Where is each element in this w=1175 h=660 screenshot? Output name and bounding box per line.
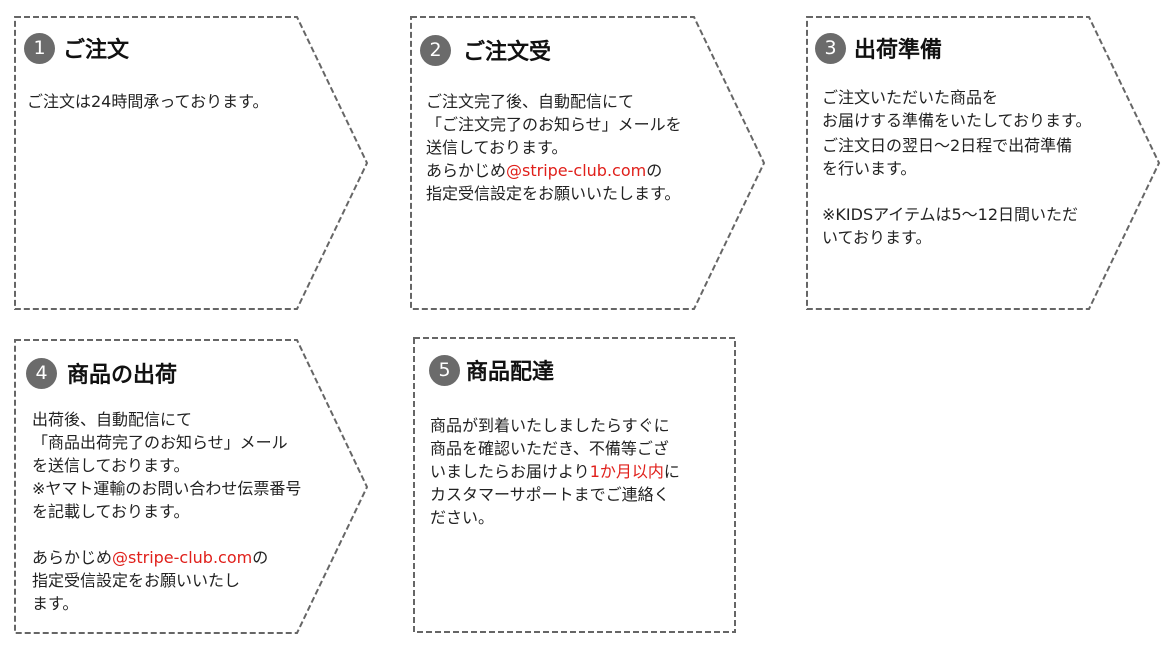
deadline-highlight: 1か月以内 bbox=[589, 462, 664, 481]
step-4-header: 4 商品の出荷 bbox=[26, 357, 177, 389]
step-1-body: ご注文は24時間承っております。 bbox=[27, 90, 268, 113]
step-4-body: 出荷後、自動配信にて 「商品出荷完了のお知らせ」メール を送信しております。 ※… bbox=[32, 408, 301, 615]
step-4-line: 出荷後、自動配信にて bbox=[32, 410, 193, 429]
step-5-line: 商品を確認いただき、不備等ござ bbox=[430, 439, 669, 458]
spacer bbox=[32, 523, 301, 546]
email-suffix: の bbox=[252, 548, 269, 567]
step-1-title: ご注文 bbox=[63, 38, 130, 63]
step-2-body: ご注文完了後、自動配信にて 「ご注文完了のお知らせ」メールを 送信しております。… bbox=[426, 90, 682, 205]
step-4-email-line: あらかじめ@stripe-club.comの bbox=[32, 546, 301, 569]
step-5-line: ださい。 bbox=[430, 508, 495, 527]
step-5-line: 商品が到着いたしましたらすぐに bbox=[430, 416, 670, 435]
step-5-body: 商品が到着いたしましたらすぐに 商品を確認いただき、不備等ござ いましたらお届け… bbox=[430, 414, 680, 529]
step-1-header: 1 ご注文 bbox=[24, 32, 129, 64]
step-4-line: 「商品出荷完了のお知らせ」メール bbox=[32, 433, 288, 452]
step-1-number-badge: 1 bbox=[24, 32, 55, 64]
email-prefix: あらかじめ bbox=[32, 548, 113, 567]
step-2-title: ご注文受 bbox=[463, 40, 552, 65]
step-2-line: ご注文完了後、自動配信にて bbox=[426, 92, 635, 111]
step-2-email-line: あらかじめ@stripe-club.comの bbox=[426, 159, 682, 182]
step-3-body: ご注文いただいた商品を お届けする準備をいたしております。 ご注文日の翌日～2日… bbox=[822, 86, 1091, 249]
step-5-box-outline bbox=[413, 337, 736, 633]
step-3-note-line: いております。 bbox=[822, 228, 932, 247]
step-4-line: ます。 bbox=[32, 594, 79, 613]
step-2-line: 「ご注文完了のお知らせ」メールを bbox=[426, 115, 682, 134]
step-5-line: カスタマーサポートまでご連絡く bbox=[430, 485, 670, 504]
email-prefix: あらかじめ bbox=[426, 161, 507, 180]
step-4-title: 商品の出荷 bbox=[67, 363, 178, 388]
step-4-number-badge: 4 bbox=[26, 357, 57, 389]
step-2-line: 指定受信設定をお願いいたします。 bbox=[426, 184, 681, 203]
deadline-prefix: いましたらお届けより bbox=[430, 462, 590, 481]
email-suffix: の bbox=[646, 161, 663, 180]
step-3-title: 出荷準備 bbox=[854, 38, 943, 63]
step-2-number-badge: 2 bbox=[420, 34, 451, 66]
step-4-line: ※ヤマト運輸のお問い合わせ伝票番号 bbox=[32, 479, 302, 498]
step-2-header: 2 ご注文受 bbox=[420, 34, 551, 66]
step-1-line: ご注文は24時間承っております。 bbox=[27, 92, 269, 111]
step-3-note-line: ※KIDSアイテムは5～12日間いただ bbox=[822, 205, 1079, 224]
step-5-header: 5 商品配達 bbox=[429, 354, 554, 386]
step-5-deadline-line: いましたらお届けより1か月以内に bbox=[430, 460, 680, 483]
step-3-line: ご注文日の翌日～2日程で出荷準備 bbox=[822, 136, 1073, 155]
email-domain: @stripe-club.com bbox=[112, 548, 253, 567]
step-2-arrow-outline bbox=[410, 16, 766, 310]
spacer bbox=[822, 180, 1091, 203]
step-5-title: 商品配達 bbox=[466, 360, 555, 385]
step-3-line: お届けする準備をいたしております。 bbox=[822, 111, 1092, 130]
step-3-line: を行います。 bbox=[822, 159, 917, 178]
step-3-number-badge: 3 bbox=[815, 32, 846, 64]
step-3-line: ご注文いただいた商品を bbox=[822, 88, 999, 107]
deadline-suffix: に bbox=[663, 462, 680, 481]
email-domain: @stripe-club.com bbox=[506, 161, 647, 180]
step-4-line: を送信しております。 bbox=[32, 456, 190, 475]
step-3-arrow-outline bbox=[806, 16, 1161, 310]
step-4-arrow-outline bbox=[14, 339, 369, 634]
step-2-line: 送信しております。 bbox=[426, 138, 568, 157]
step-4-line: を記載しております。 bbox=[32, 502, 190, 521]
step-1-arrow-outline bbox=[14, 16, 369, 310]
step-3-header: 3 出荷準備 bbox=[815, 32, 942, 64]
step-4-line: 指定受信設定をお願いいたし bbox=[32, 571, 241, 590]
step-5-number-badge: 5 bbox=[429, 354, 460, 386]
